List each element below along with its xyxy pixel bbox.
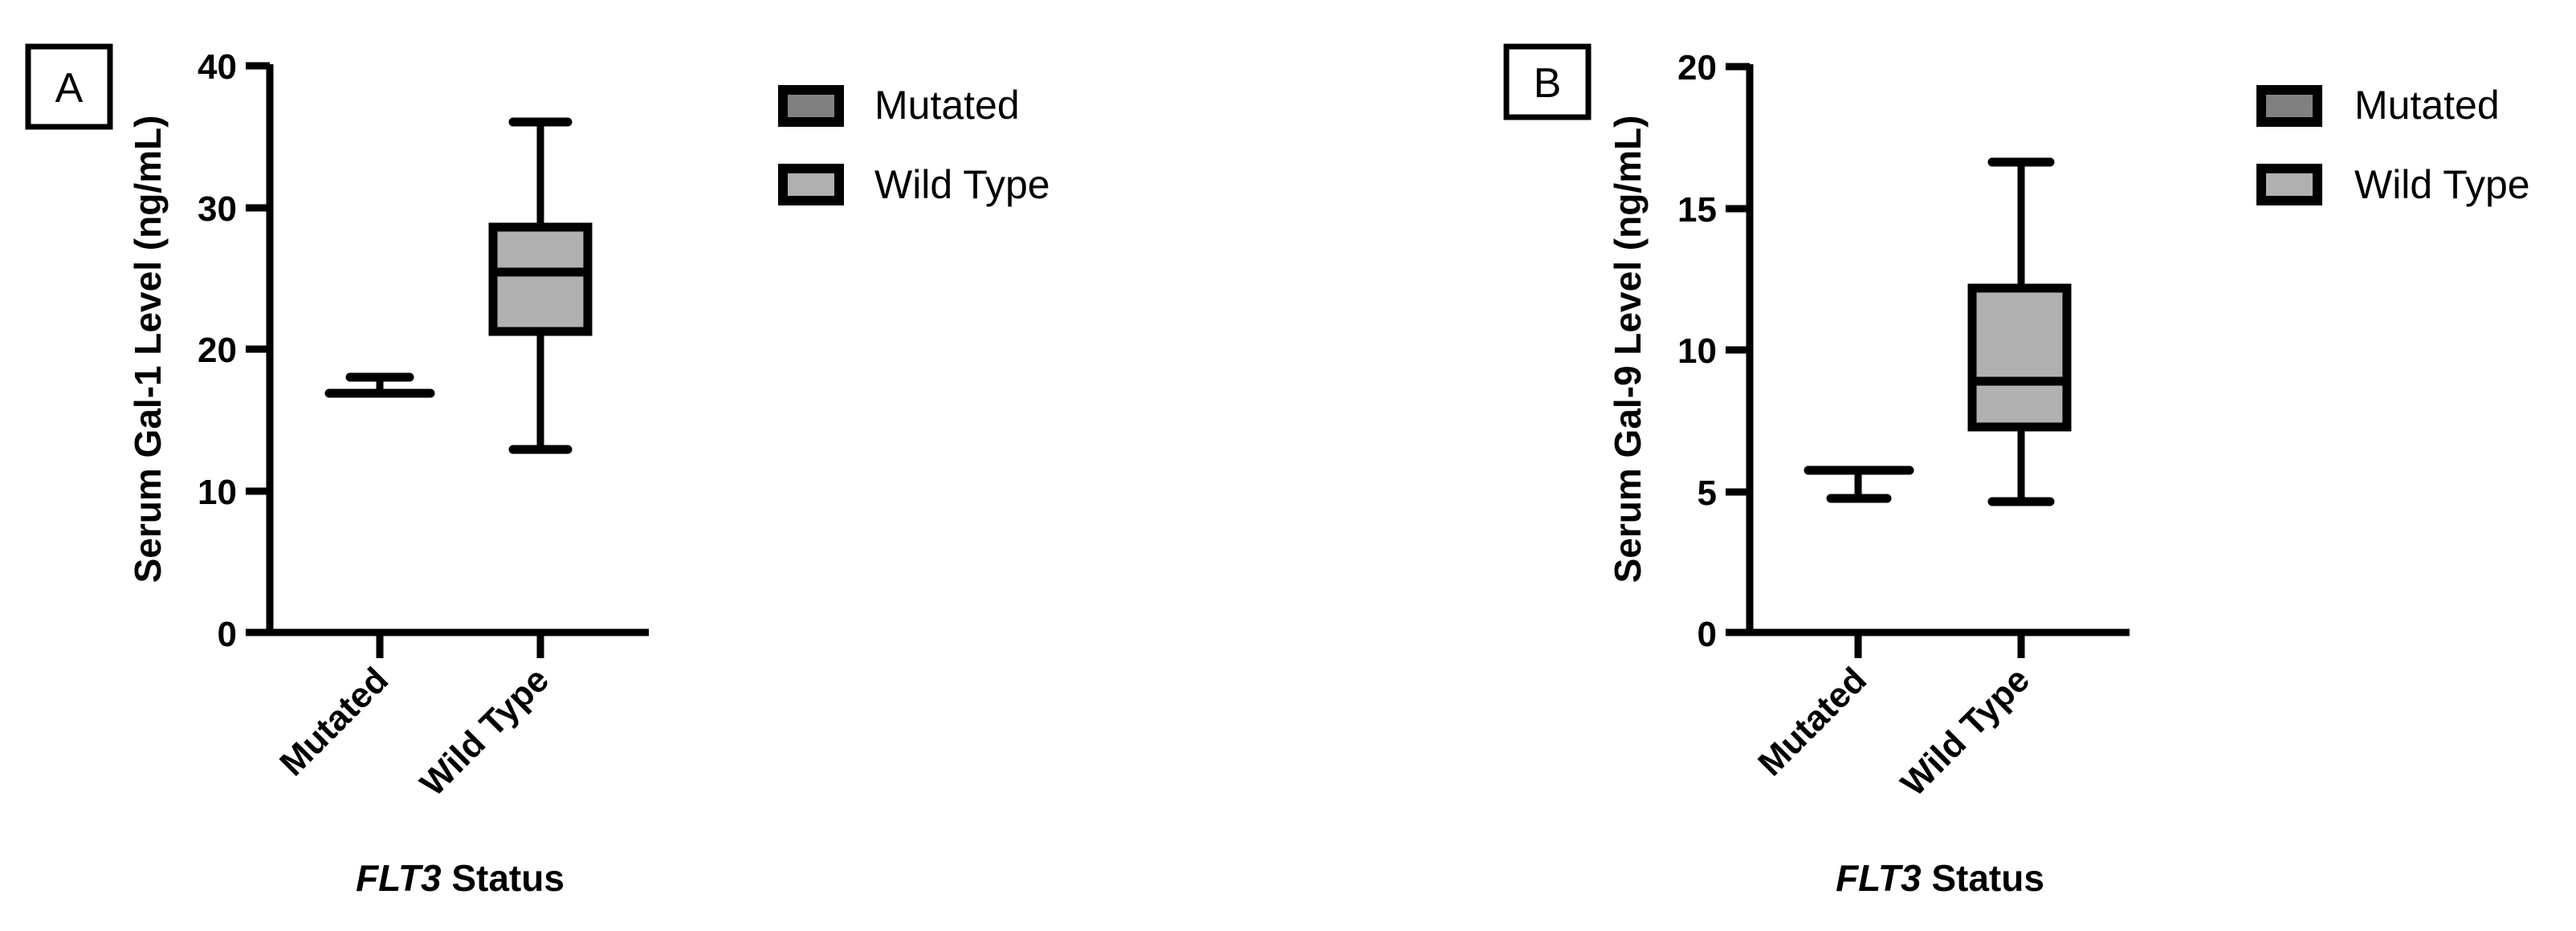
- legend-label: Mutated: [2354, 83, 2500, 128]
- box-wild-type: [1967, 157, 2072, 506]
- panel-b: B Serum Gal-9 Level (ng/mL) 20 15 10 5 0…: [1503, 43, 2530, 899]
- panel-a: A Serum Gal-1 Level (ng/mL) 40 30 20 10 …: [25, 43, 1050, 899]
- y-axis-title: Serum Gal-1 Level (ng/mL): [127, 116, 169, 583]
- y-tick-label: 10: [1677, 331, 1717, 371]
- y-ticks: 40 30 20 10 0: [198, 47, 270, 654]
- legend-label: Mutated: [874, 83, 1020, 128]
- legend-swatch-wild-type: [2256, 164, 2322, 205]
- panel-letter: B: [1534, 60, 1562, 107]
- y-tick-label: 10: [198, 473, 237, 512]
- box-mutated: [1804, 466, 1914, 503]
- y-tick-label: 15: [1677, 190, 1717, 230]
- y-tick-label: 0: [1698, 615, 1717, 654]
- legend-label: Wild Type: [874, 162, 1050, 207]
- panel-letter: A: [55, 65, 84, 112]
- panel-letter-box: [1503, 43, 1592, 120]
- y-tick-label: 40: [198, 47, 237, 87]
- y-tick-label: 20: [1677, 48, 1717, 87]
- y-tick-label: 5: [1698, 474, 1717, 513]
- y-tick-label: 0: [218, 615, 237, 654]
- legend-label: Wild Type: [2354, 162, 2530, 207]
- x-category-label: Wild Type: [1893, 660, 2037, 803]
- legend-swatch-mutated: [2256, 85, 2322, 127]
- x-category-label: Wild Type: [413, 660, 556, 803]
- x-axis-title: FLT3 Status: [1836, 857, 2044, 899]
- y-tick-label: 20: [198, 331, 237, 370]
- box-mutated: [324, 372, 435, 398]
- x-category-label: Mutated: [1751, 660, 1874, 783]
- panel-letter-box: [25, 43, 113, 130]
- y-tick-label: 30: [198, 189, 237, 229]
- legend-swatch-wild-type: [778, 164, 844, 205]
- legend: Mutated Wild Type: [778, 83, 1050, 207]
- y-axis-title: Serum Gal-9 Level (ng/mL): [1607, 116, 1649, 583]
- y-ticks: 20 15 10 5 0: [1677, 48, 1750, 654]
- x-axis-title: FLT3 Status: [356, 857, 565, 899]
- legend-swatch-mutated: [778, 85, 844, 127]
- legend: Mutated Wild Type: [2256, 83, 2530, 207]
- x-category-label: Mutated: [272, 660, 396, 783]
- box-wild-type: [488, 117, 593, 454]
